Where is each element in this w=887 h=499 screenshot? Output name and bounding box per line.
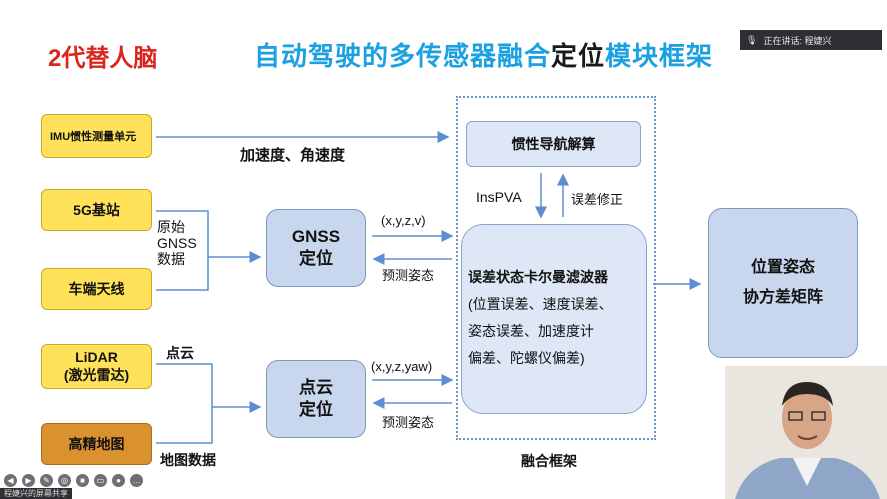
more-icon[interactable]: … — [130, 473, 143, 487]
lidar-label: LiDAR (激光雷达) — [63, 348, 130, 383]
mic-control-icon[interactable]: ● — [112, 473, 125, 487]
pointcloud-node: 点云 定位 — [266, 360, 366, 438]
fusion-frame — [456, 96, 656, 440]
presenter-image — [725, 366, 887, 499]
ins-node: 惯性导航解算 — [466, 121, 641, 167]
output-label: 位置姿态 协方差矩阵 — [742, 259, 823, 306]
fusion-label: 融合框架 — [521, 453, 577, 469]
speaking-indicator: 🎙 正在讲话: 程婕兴 — [740, 30, 882, 50]
accel-label: 加速度、角速度 — [240, 147, 346, 164]
camera-icon[interactable]: ■ — [76, 473, 89, 487]
imu-label: IMU惯性测量单元 — [50, 131, 137, 143]
prev-icon[interactable]: ◀ — [4, 473, 17, 487]
pointcloud-label: 点云 定位 — [299, 378, 333, 419]
gnss-node: GNSS 定位 — [266, 209, 366, 287]
share-label: 程婕兴的屏幕共享 — [4, 489, 68, 498]
xyzyaw-label: (x,y,z,yaw) — [371, 359, 433, 374]
gnss-label: GNSS 定位 — [291, 227, 341, 268]
hdmap-box: 高精地图 — [41, 423, 152, 465]
g5-label: 5G基站 — [73, 202, 120, 218]
speaking-label: 正在讲话: 程婕兴 — [763, 35, 832, 46]
ekf-node: 误差状态卡尔曼滤波器 (位置误差、速度误差、 姿态误差、加速度计 偏差、陀螺仪偏… — [461, 224, 647, 414]
raw-gnss-label: 原始 GNSS 数据 — [157, 219, 197, 267]
lidar-box: LiDAR (激光雷达) — [41, 344, 152, 389]
antenna-label: 车端天线 — [68, 281, 125, 297]
xyzv-label: (x,y,z,v) — [381, 213, 426, 228]
g5-box: 5G基站 — [41, 189, 152, 231]
slide-title: 自动驾驶的多传感器融合定位模块框架 — [254, 36, 713, 73]
mic-icon: 🎙 — [746, 34, 758, 45]
pred-label-1: 预测姿态 — [382, 268, 435, 283]
slide-section-title: 2代替人脑 — [48, 45, 158, 72]
focus-icon[interactable]: ◎ — [58, 473, 71, 487]
title-part-3: 模块框架 — [605, 41, 714, 71]
title-part-1: 自动驾驶的多传感器融合 — [254, 41, 552, 71]
screen-share-badge: 程婕兴的屏幕共享 — [0, 488, 72, 499]
annotate-icon[interactable]: ✎ — [40, 473, 53, 487]
errfix-label: 误差修正 — [571, 192, 624, 207]
hdmap-label: 高精地图 — [68, 436, 125, 452]
imu-box: IMU惯性测量单元 — [41, 114, 152, 158]
meeting-toolbar: ◀ ▶ ✎ ◎ ■ ▭ ● … — [0, 470, 156, 490]
cloud-label: 点云 — [166, 345, 194, 361]
title-part-2: 定位 — [551, 41, 606, 71]
chat-icon[interactable]: ▭ — [94, 473, 107, 487]
inspva-label: InsPVA — [476, 189, 522, 205]
ekf-title: 误差状态卡尔曼滤波器 — [468, 269, 608, 285]
mapdata-label: 地图数据 — [160, 452, 216, 468]
antenna-box: 车端天线 — [41, 268, 152, 310]
next-icon[interactable]: ▶ — [22, 473, 35, 487]
pred-label-2: 预测姿态 — [382, 415, 435, 430]
output-node: 位置姿态 协方差矩阵 — [708, 208, 858, 358]
ins-label: 惯性导航解算 — [511, 136, 596, 152]
ekf-detail: (位置误差、速度误差、 姿态误差、加速度计 偏差、陀螺仪偏差) — [468, 296, 613, 366]
presenter-video — [725, 366, 887, 499]
